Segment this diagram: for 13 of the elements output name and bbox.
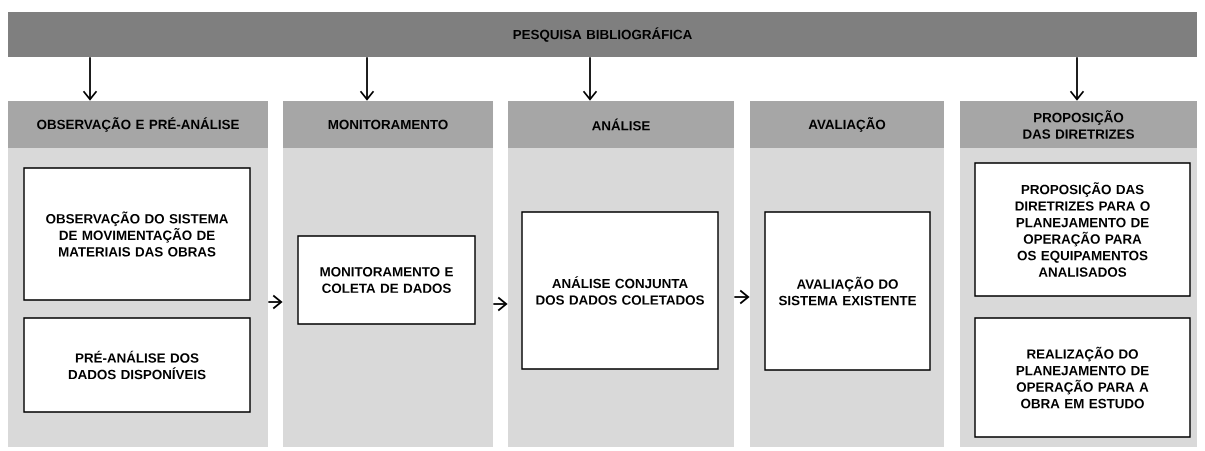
process-box: MONITORAMENTO E COLETA DE DADOS (297, 235, 476, 325)
process-box: REALIZAÇÃO DO PLANEJAMENTO DE OPERAÇÃO PARA A OBRA EM ESTUDO (974, 317, 1191, 438)
process-box: AVALIAÇÃO DO SISTEMA EXISTENTE (764, 211, 931, 371)
arrow (82, 56, 98, 101)
process-box: OBSERVAÇÃO DO SISTEMA DE MOVIMENTAÇÃO DE MATERIAIS DAS OBRAS (23, 167, 251, 301)
arrow (1069, 56, 1085, 101)
arrow (733, 289, 750, 305)
process-box: PROPOSIÇÃO DAS DIRETRIZES PARA O PLANEJAMENTO DE OPERAÇÃO PARA OS EQUIPAMENTOS ANALISADOS (974, 162, 1191, 297)
process-box: ANÁLISE CONJUNTA DOS DADOS COLETADOS (521, 211, 719, 370)
arrow (359, 56, 375, 101)
process-box: PRÉ-ANÁLISE DOS DADOS DISPONÍVEIS (23, 317, 251, 413)
title-band: PESQUISA BIBLIOGRÁFICA (8, 12, 1197, 57)
arrow (582, 56, 598, 101)
